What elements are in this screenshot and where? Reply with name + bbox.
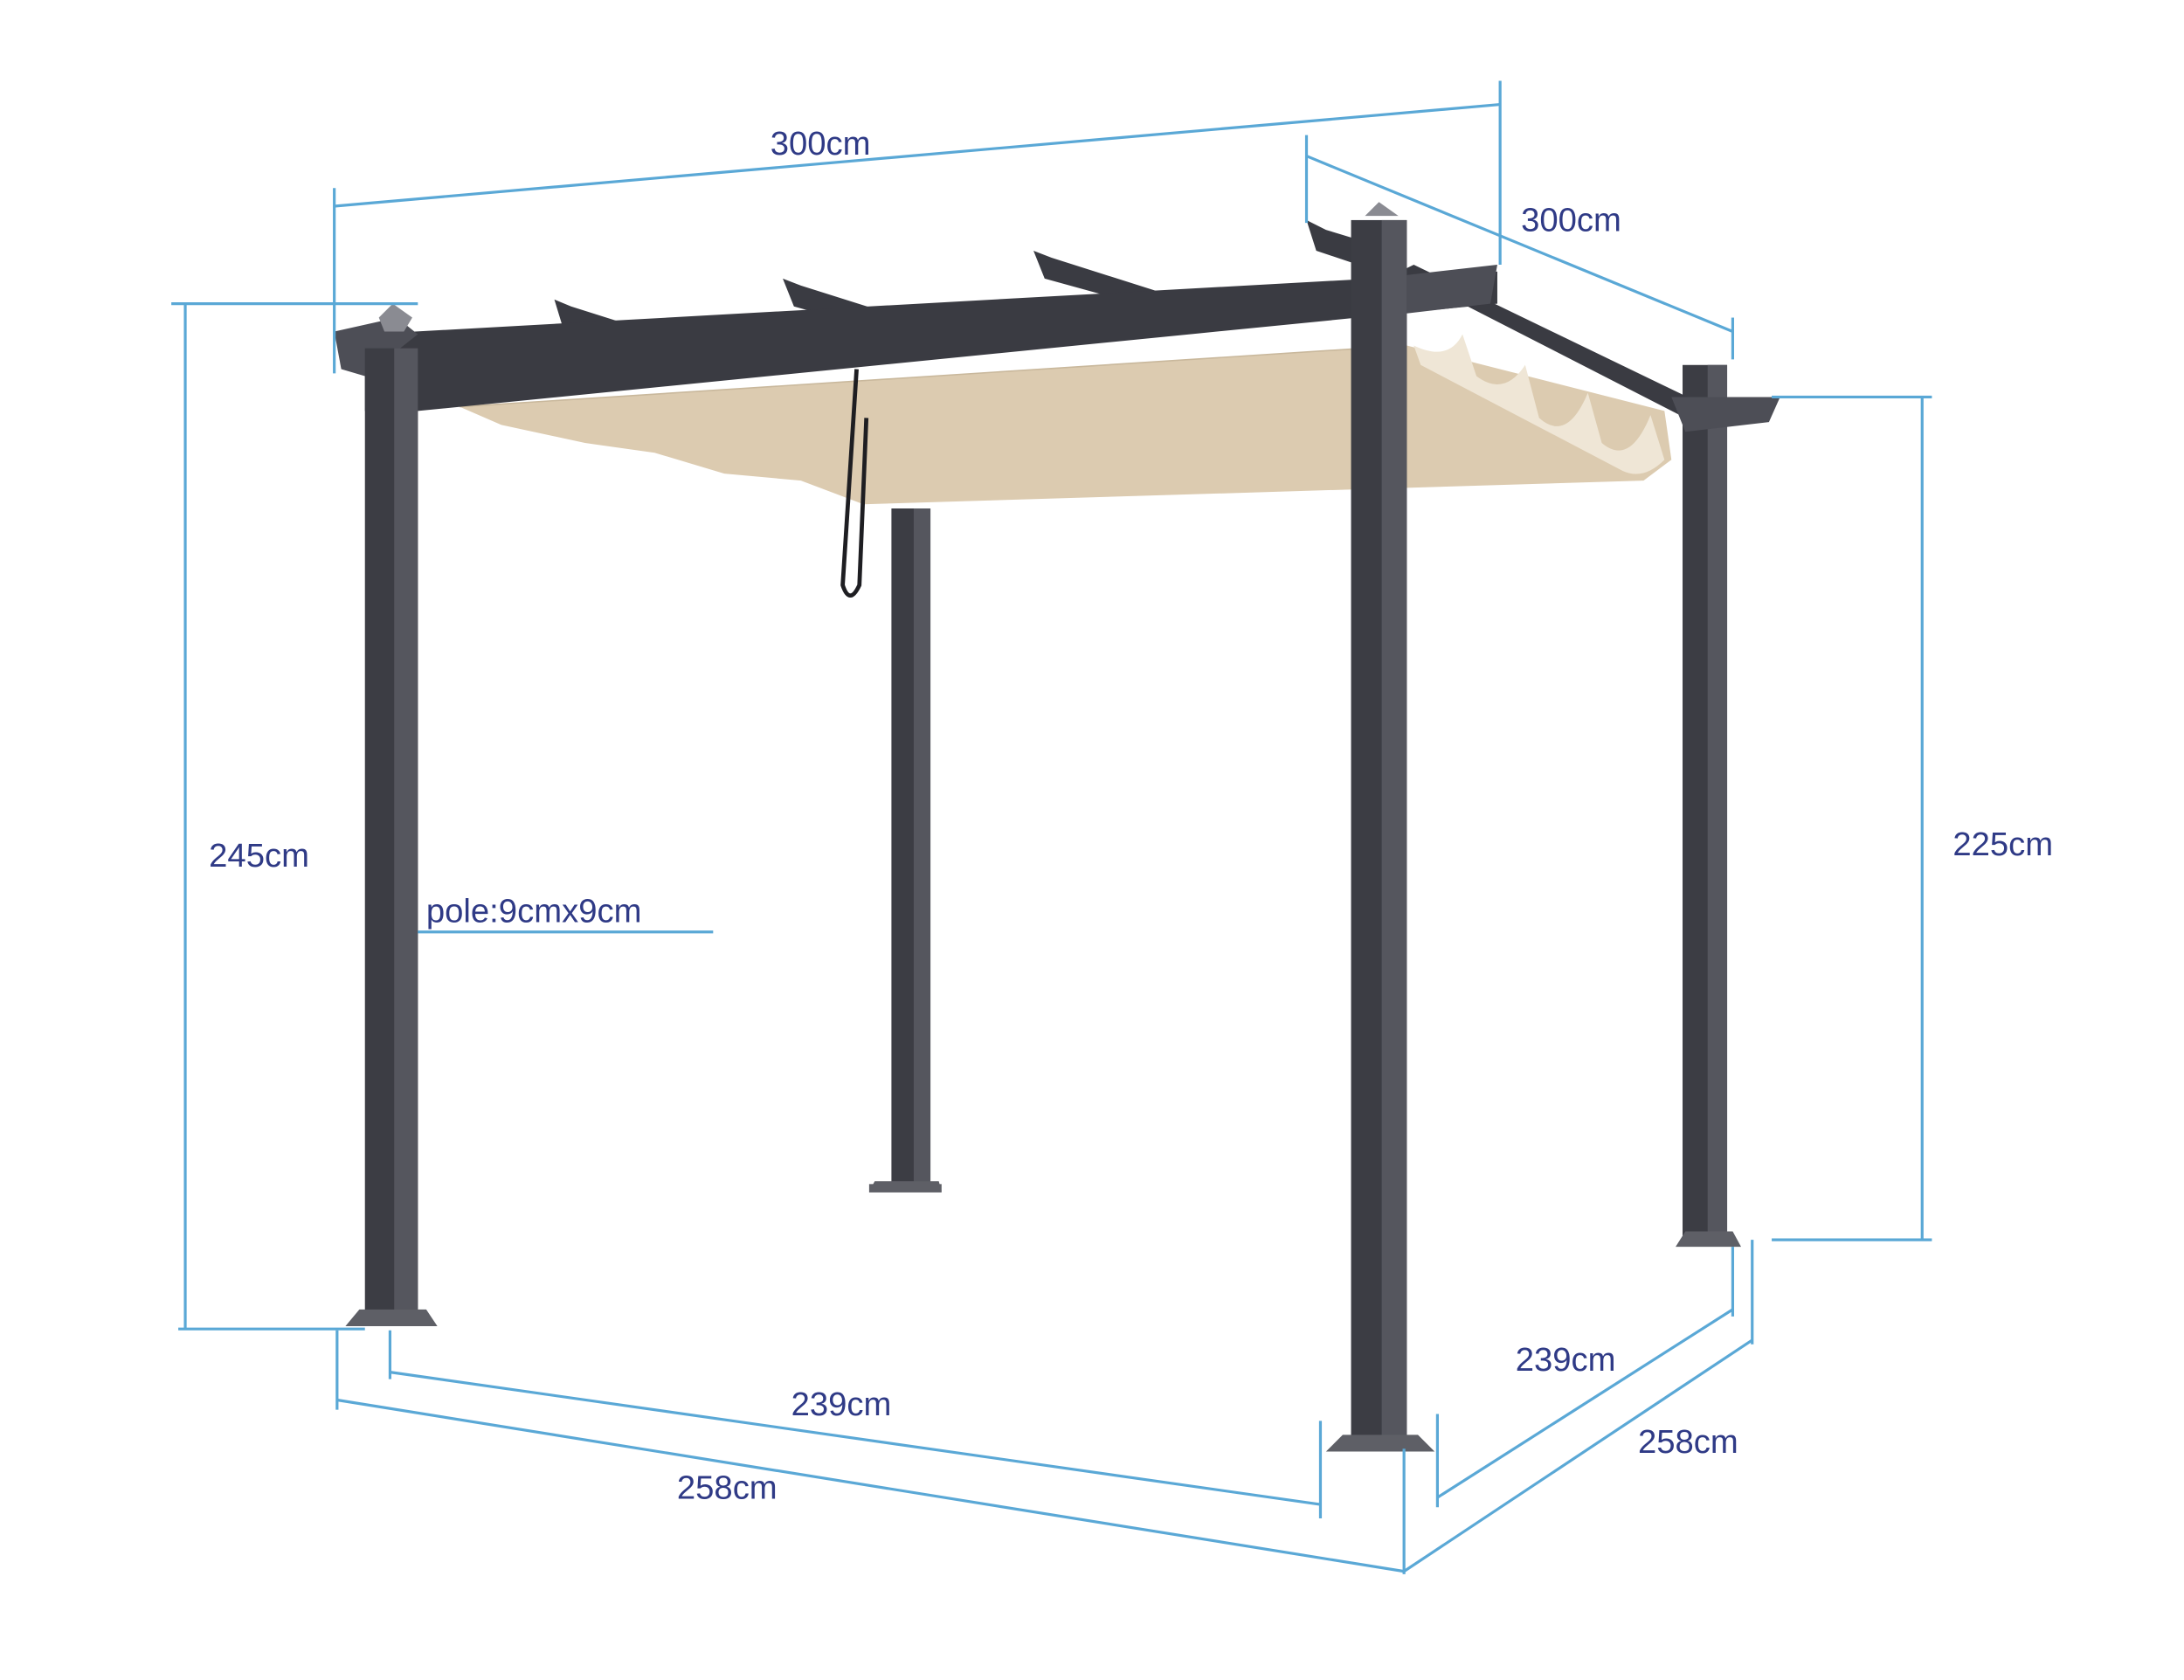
post-back-left xyxy=(868,508,942,1193)
label-height-left: 245cm xyxy=(209,837,309,875)
post-front-left xyxy=(345,303,438,1326)
beam-front xyxy=(334,264,1497,411)
post-front-right xyxy=(1325,202,1435,1452)
label-top-depth: 300cm xyxy=(1521,202,1621,239)
dimension-lines xyxy=(171,80,1932,1574)
label-base-width-inner: 239cm xyxy=(791,1386,892,1423)
label-height-right: 225cm xyxy=(1952,826,2053,863)
label-base-depth-inner: 239cm xyxy=(1516,1341,1616,1379)
pull-strap xyxy=(840,369,869,598)
label-pole-size: pole:9cmx9cm xyxy=(426,893,642,930)
post-back-right xyxy=(1676,364,1741,1248)
label-base-depth-outer: 258cm xyxy=(1638,1423,1738,1461)
label-base-width-outer: 258cm xyxy=(677,1469,778,1507)
label-top-width: 300cm xyxy=(771,125,871,162)
